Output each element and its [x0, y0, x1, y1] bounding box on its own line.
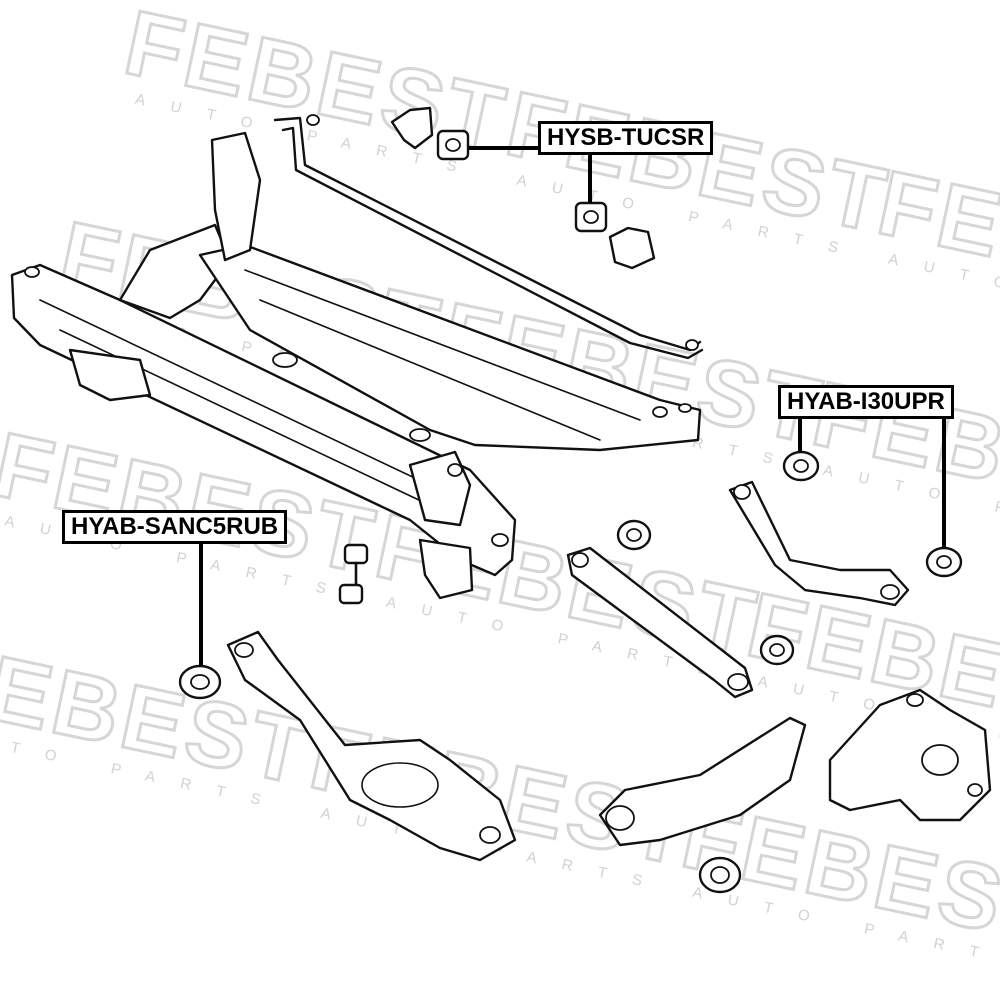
part-label-sway-bar-bushing: HYSB-TUCSR — [538, 121, 714, 155]
toe-link — [566, 546, 754, 699]
stabilizer-bar — [273, 114, 704, 360]
upper-control-arm — [728, 480, 910, 607]
wheel-knuckle — [828, 688, 992, 822]
part-label-upper-arm-bushing: HYAB-I30UPR — [778, 385, 954, 419]
sway-bar-bushing-set — [390, 106, 656, 270]
stabilizer-link — [338, 543, 369, 605]
lower-spring-arm — [178, 630, 517, 862]
part-label-lower-arm-bushing: HYAB-SANC5RUB — [62, 510, 288, 544]
leader-sway-bar-bushing — [468, 146, 592, 203]
leader-lines — [199, 146, 946, 666]
upper-arm-bushing-set — [616, 450, 963, 666]
rear-subframe — [10, 131, 702, 600]
trailing-arm — [598, 716, 807, 894]
